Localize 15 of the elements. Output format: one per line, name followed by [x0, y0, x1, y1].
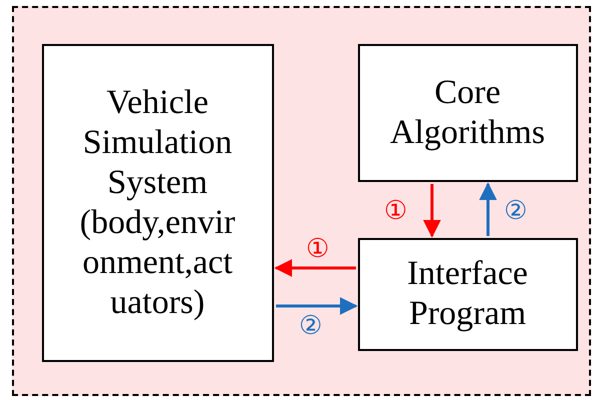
arrow	[276, 297, 358, 315]
box-label: Core Algorithms	[389, 72, 546, 152]
edge-label: ①	[384, 197, 407, 225]
edge-label: ①	[306, 235, 329, 263]
edge-label: ②	[504, 197, 527, 225]
box-label: Interface Program	[406, 254, 529, 334]
box-label: Vehicle Simulation System (body,envir onment,act uators)	[78, 82, 236, 322]
arrow	[423, 184, 441, 238]
arrow	[479, 182, 497, 236]
arrow	[274, 259, 356, 277]
process-box	[358, 238, 578, 350]
edge-label: ②	[299, 312, 322, 340]
process-box	[42, 44, 274, 362]
process-box	[358, 44, 578, 182]
dashed-region	[12, 6, 591, 396]
